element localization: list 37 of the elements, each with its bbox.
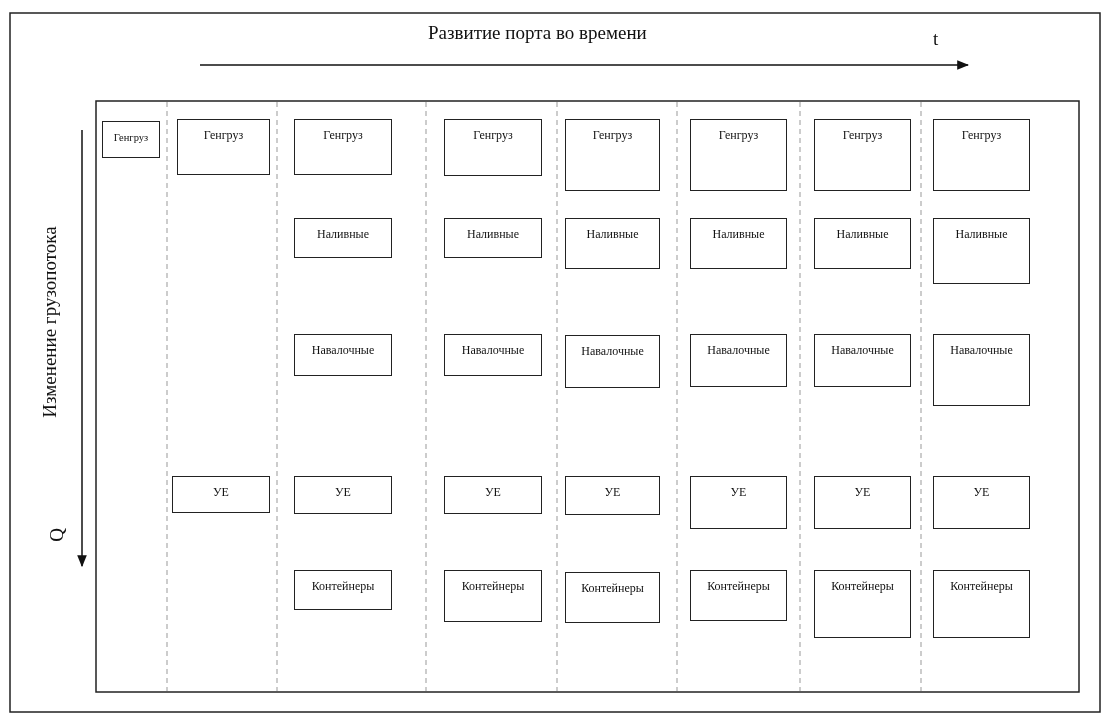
cargo-box: Наливные [444,218,542,258]
cargo-box: Генгруз [294,119,392,175]
cargo-box: УЕ [933,476,1030,529]
cargo-box: УЕ [565,476,660,515]
cargo-box: Навалочные [933,334,1030,406]
cargo-box: Контейнеры [565,572,660,623]
cargo-box: УЕ [444,476,542,514]
cargo-box: Навалочные [565,335,660,388]
cargo-box: Контейнеры [444,570,542,622]
cargo-box: Генгруз [565,119,660,191]
cargo-box: УЕ [814,476,911,529]
cargo-box: Наливные [294,218,392,258]
cargo-box: Контейнеры [933,570,1030,638]
cargo-box: Генгруз [177,119,270,175]
cargo-box: УЕ [690,476,787,529]
cargo-box: Наливные [814,218,911,269]
cargo-box: Наливные [933,218,1030,284]
cargo-box: Генгруз [102,121,160,158]
axis-title: Изменение грузопотока [39,226,61,418]
cargo-box: Генгруз [690,119,787,191]
cargo-box: Навалочные [814,334,911,387]
axis-label: t [933,28,939,50]
cargo-box: Генгруз [444,119,542,176]
cargo-box: Контейнеры [294,570,392,610]
cargo-box: Наливные [690,218,787,269]
cargo-box: Навалочные [444,334,542,376]
cargo-box: Контейнеры [690,570,787,621]
axis-title: Развитие порта во времени [428,22,647,44]
cargo-box: Навалочные [690,334,787,387]
cargo-box: УЕ [172,476,270,513]
cargo-box: Наливные [565,218,660,269]
cargo-box: Навалочные [294,334,392,376]
cargo-box: УЕ [294,476,392,514]
axis-label: Q [46,528,68,542]
cargo-box: Генгруз [814,119,911,191]
cargo-box: Генгруз [933,119,1030,191]
cargo-box: Контейнеры [814,570,911,638]
